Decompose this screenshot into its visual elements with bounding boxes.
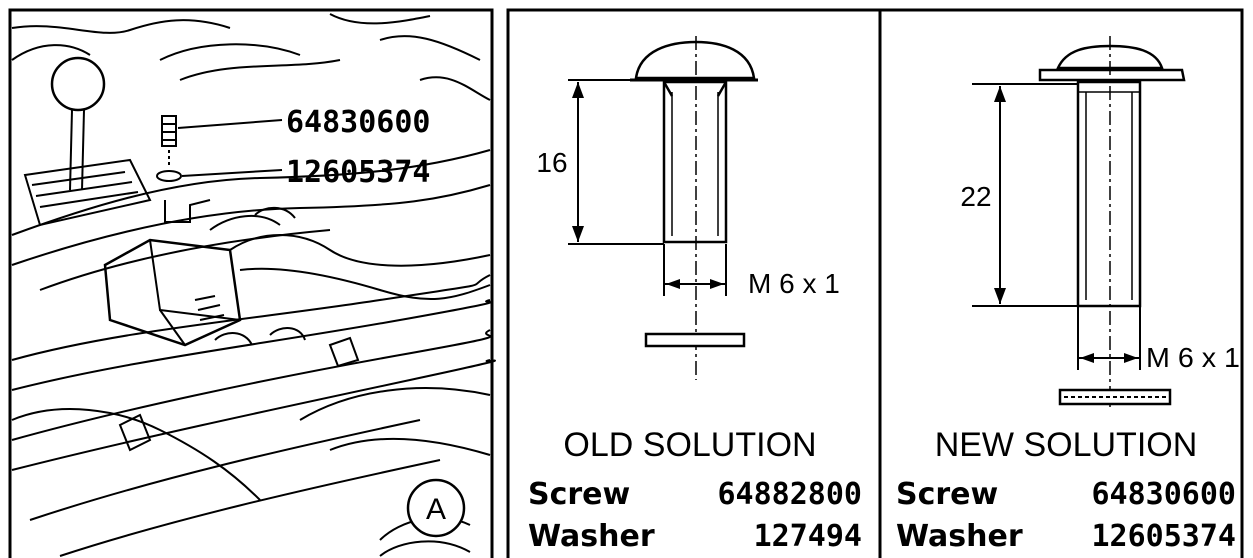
old-solution-panel: 16 M 6 x 1 OLD SOLUTION Screw 64882800 W… — [506, 8, 882, 558]
new-solution-panel: 22 M 6 x 1 NEW SOLUTION Screw 64830600 W… — [878, 8, 1244, 558]
view-marker-letter: A — [426, 493, 446, 526]
new-solution-heading: NEW SOLUTION — [935, 426, 1198, 464]
new-panel-frame — [878, 8, 1244, 558]
washer-leader-line — [181, 169, 283, 177]
new-length-dimension — [972, 83, 1078, 307]
new-screw-label: Screw — [896, 477, 998, 512]
old-screw-label: Screw — [528, 477, 630, 512]
installation-illustration — [8, 8, 496, 558]
new-screw-drawing — [1038, 36, 1186, 410]
old-thread-dimension — [663, 244, 727, 296]
illustration-frame — [8, 8, 494, 558]
washer-callout-number: 12605374 — [286, 155, 431, 190]
screw-leader-line — [177, 119, 283, 129]
old-screw-part-number: 64882800 — [718, 477, 863, 512]
new-length-value: 22 — [960, 181, 991, 212]
view-marker-circle — [406, 478, 466, 538]
new-washer-part-number: 12605374 — [1092, 519, 1237, 554]
old-thread-size: M 6 x 1 — [748, 268, 840, 299]
old-length-dimension — [568, 79, 664, 245]
old-screw-drawing — [630, 36, 758, 380]
old-washer-part-number: 127494 — [754, 519, 862, 554]
callout-leaders — [177, 119, 283, 177]
gear-knob — [50, 56, 106, 112]
old-length-value: 16 — [536, 147, 567, 178]
old-washer-label: Washer — [528, 519, 655, 554]
new-screw-part-number: 64830600 — [1092, 477, 1237, 512]
new-thread-dimension — [1077, 306, 1141, 370]
screw-callout-number: 64830600 — [286, 105, 431, 140]
washer-sketch — [156, 170, 182, 182]
old-solution-heading: OLD SOLUTION — [563, 426, 816, 464]
new-thread-size: M 6 x 1 — [1146, 342, 1240, 373]
new-washer-label: Washer — [896, 519, 1023, 554]
